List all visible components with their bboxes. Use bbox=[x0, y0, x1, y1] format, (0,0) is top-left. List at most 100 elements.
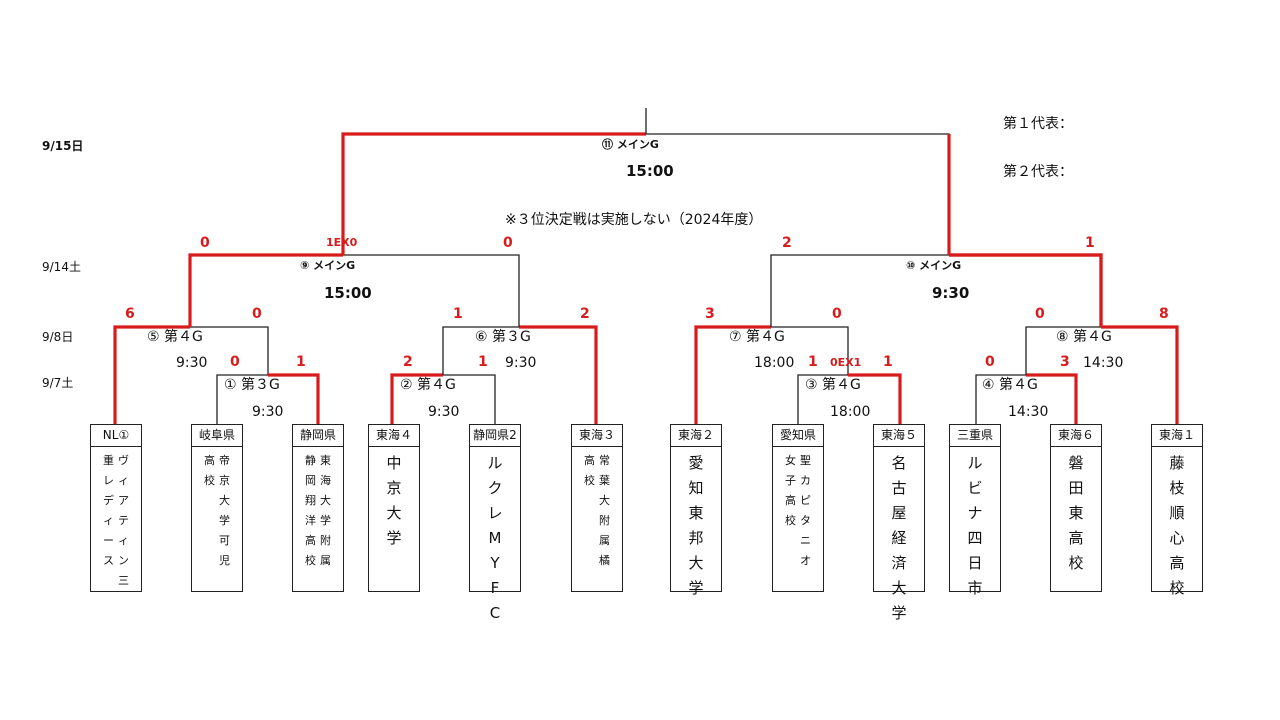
team-name-char: ニ bbox=[800, 534, 811, 547]
team-name-column: 静岡翔洋高校 bbox=[305, 451, 316, 571]
team-name-char: ン bbox=[118, 554, 129, 567]
team-name-char: 磐 bbox=[1068, 454, 1084, 472]
team-name-char: 経 bbox=[891, 529, 907, 547]
team-name-char: 邦 bbox=[688, 529, 704, 547]
team-name-column: 藤枝順心高校 bbox=[1169, 451, 1184, 601]
team-name-char: 中 bbox=[386, 454, 402, 472]
team-name-char: 帝 bbox=[219, 454, 230, 467]
team-name-char: 高 bbox=[785, 494, 796, 507]
team-name: 東海大学附属静岡翔洋高校 bbox=[293, 447, 343, 571]
winner-path-8 bbox=[694, 325, 771, 424]
team-name-char: ル bbox=[487, 454, 503, 472]
team-name-column: 磐田東高校 bbox=[1068, 451, 1083, 576]
team-name-char: 高 bbox=[204, 454, 215, 467]
match-1-time: 9:30 bbox=[252, 404, 284, 420]
team-name-char: ビ bbox=[967, 479, 983, 497]
team-name: 常葉大附属橘高校 bbox=[572, 447, 622, 571]
match-3-score-left: 1 bbox=[808, 354, 818, 370]
team-name-char: 古 bbox=[891, 479, 907, 497]
bracket-path-12 bbox=[975, 374, 1026, 424]
second-representative: 第２代表： bbox=[1003, 164, 1073, 180]
team-seed: 東海４ bbox=[369, 425, 419, 447]
team-name: 愛知東邦大学 bbox=[671, 447, 721, 601]
team-name-char: 児 bbox=[219, 554, 230, 567]
team-name-char: 校 bbox=[1169, 579, 1185, 597]
team-name-char: デ bbox=[103, 494, 114, 507]
team-name-char: 高 bbox=[305, 534, 316, 547]
bracket-path-5 bbox=[443, 374, 496, 424]
team-name-char: ナ bbox=[967, 504, 983, 522]
first-representative: 第１代表： bbox=[1003, 116, 1073, 132]
match-5-time: 9:30 bbox=[176, 355, 208, 371]
bracket-path-18 bbox=[770, 254, 949, 327]
team-name-char: Y bbox=[490, 554, 500, 572]
match-7-score-left: 3 bbox=[705, 306, 715, 322]
team-name-char: 高 bbox=[1169, 554, 1185, 572]
team-name-char: 高 bbox=[1068, 529, 1084, 547]
team-name-column: 高校 bbox=[204, 451, 215, 571]
team-name-char: C bbox=[489, 604, 501, 622]
match-2-score-right: 1 bbox=[478, 354, 488, 370]
team-name-char: 枝 bbox=[1169, 479, 1185, 497]
match-4-time: 14:30 bbox=[1008, 404, 1049, 420]
winner-path-11 bbox=[848, 373, 902, 424]
team-box: 東海５ 名古屋経済大学 bbox=[873, 424, 925, 622]
team-name-char: 大 bbox=[599, 494, 610, 507]
team-name-char: 校 bbox=[584, 474, 595, 487]
team-name-char: 学 bbox=[219, 514, 230, 527]
team-name-char: タ bbox=[800, 514, 811, 527]
winner-path-23 bbox=[949, 253, 1103, 327]
team-seed: 東海１ bbox=[1152, 425, 1202, 447]
team-name-char: 橘 bbox=[599, 554, 610, 567]
team-seed: 東海６ bbox=[1051, 425, 1101, 447]
team-seed: 東海２ bbox=[671, 425, 721, 447]
match-3-score-extra: 0EX1 bbox=[830, 356, 862, 369]
team-name-char: M bbox=[488, 529, 502, 547]
team-name-column: 常葉大附属橘 bbox=[599, 451, 610, 571]
team-seed: 愛知県 bbox=[773, 425, 823, 447]
match-11-score-left: 1EX0 bbox=[326, 236, 358, 249]
date-0915: 9/15日 bbox=[42, 139, 84, 153]
team-name-char: 市 bbox=[967, 579, 983, 597]
match-9-score-right: 0 bbox=[503, 235, 513, 251]
team-name-char: 学 bbox=[688, 579, 704, 597]
team-name: 名古屋経済大学 bbox=[874, 447, 924, 626]
team-name-char: 子 bbox=[785, 474, 796, 487]
match-7-label: ⑦ 第４G bbox=[729, 329, 785, 345]
match-11-label: ⑪ メインG bbox=[602, 138, 659, 151]
team-name-char: 大 bbox=[219, 494, 230, 507]
team-name-column: 東海大学附属 bbox=[320, 451, 331, 571]
match-7-score-right: 0 bbox=[832, 306, 842, 322]
match-10-score-right: 1 bbox=[1085, 235, 1095, 251]
team-name-char: 女 bbox=[785, 454, 796, 467]
team-name-char: ィ bbox=[118, 474, 129, 487]
third-place-note: ※３位決定戦は実施しない（2024年度） bbox=[505, 212, 763, 228]
team-box: 東海４ 中京大学 bbox=[368, 424, 420, 592]
match-9-score-left: 0 bbox=[200, 235, 210, 251]
match-1-score-right: 1 bbox=[296, 354, 306, 370]
team-name-char: 心 bbox=[1169, 529, 1185, 547]
team-seed: 東海３ bbox=[572, 425, 622, 447]
team-name-char: ィ bbox=[103, 514, 114, 527]
match-1-label: ① 第３G bbox=[224, 377, 280, 393]
team-name-column: 重レディース bbox=[103, 451, 114, 591]
team-name: ルビナ四日市 bbox=[950, 447, 1000, 601]
match-10-label: ⑩ メインG bbox=[906, 259, 962, 272]
match-11-time: 15:00 bbox=[626, 162, 674, 180]
team-seed: NL① bbox=[91, 425, 141, 447]
team-name-column: ヴィアティン三 bbox=[118, 451, 129, 591]
team-name-char: 洋 bbox=[305, 514, 316, 527]
bracket-path-14 bbox=[1025, 326, 1101, 375]
team-name-char: 順 bbox=[1169, 504, 1185, 522]
team-name-column: 帝京大学可児 bbox=[219, 451, 230, 571]
team-name-char: 京 bbox=[386, 479, 402, 497]
team-name-char: 四 bbox=[967, 529, 983, 547]
team-name-char: 校 bbox=[204, 474, 215, 487]
team-name: 藤枝順心高校 bbox=[1152, 447, 1202, 601]
winner-path-13 bbox=[1026, 373, 1078, 424]
match-9-time: 15:00 bbox=[324, 284, 372, 302]
match-8-score-right: 8 bbox=[1159, 306, 1169, 322]
match-6-time: 9:30 bbox=[505, 355, 537, 371]
team-name-char: ピ bbox=[800, 494, 811, 507]
